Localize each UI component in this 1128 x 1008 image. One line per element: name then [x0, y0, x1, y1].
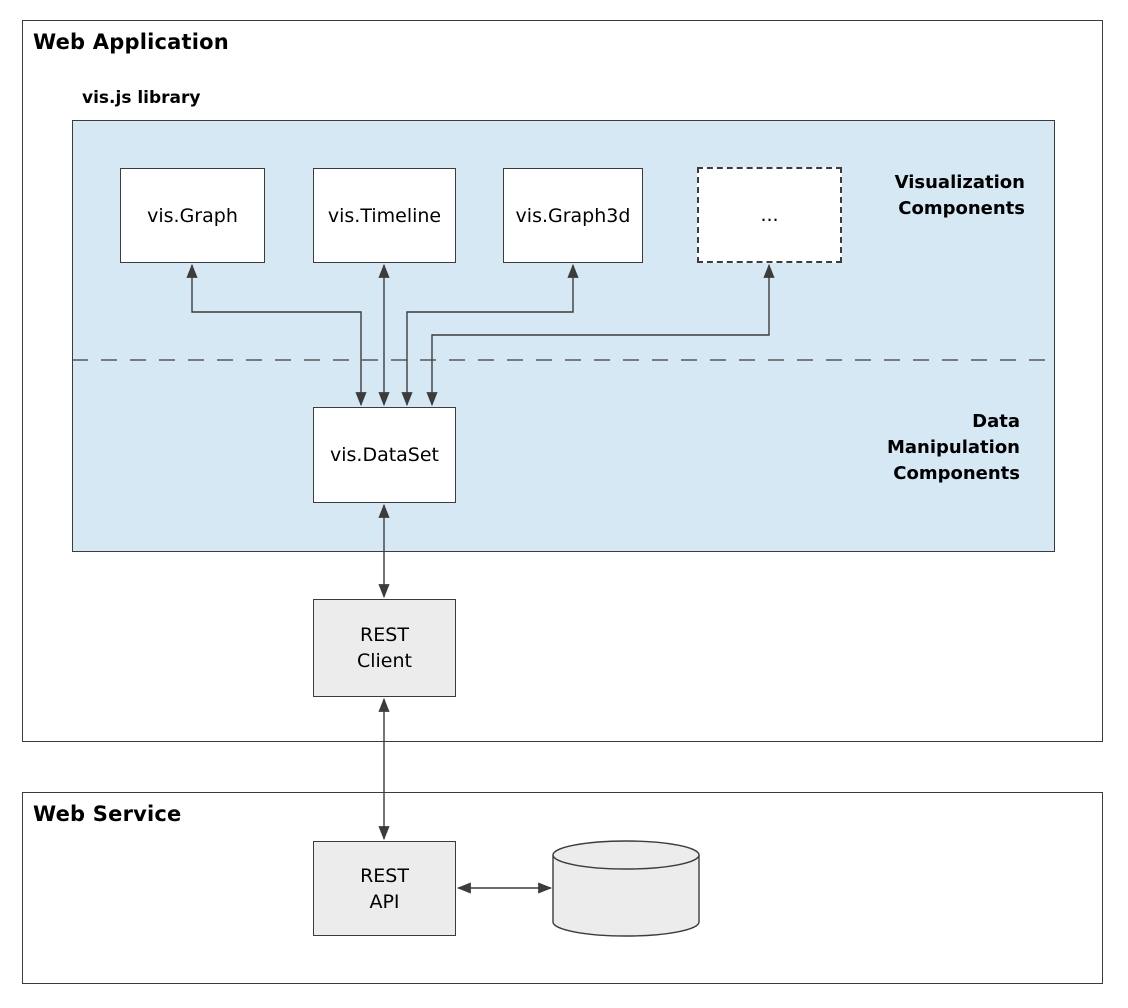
data-cylinder-label: Data — [603, 878, 649, 900]
node-more-components: ... — [697, 167, 842, 263]
node-vis-dataset: vis.DataSet — [313, 407, 456, 503]
node-vis-graph: vis.Graph — [120, 168, 265, 263]
data-manipulation-components-label: Data Manipulation Components — [886, 411, 1020, 484]
node-vis-timeline: vis.Timeline — [313, 168, 456, 263]
web-service-title: Web Service — [33, 802, 182, 826]
node-rest-api: REST API — [313, 841, 456, 936]
web-application-title: Web Application — [33, 30, 229, 54]
node-rest-client: REST Client — [313, 599, 456, 697]
visjs-library-label: vis.js library — [82, 88, 201, 108]
visualization-components-label: Visualization Components — [894, 172, 1025, 219]
node-vis-graph3d: vis.Graph3d — [503, 168, 643, 263]
